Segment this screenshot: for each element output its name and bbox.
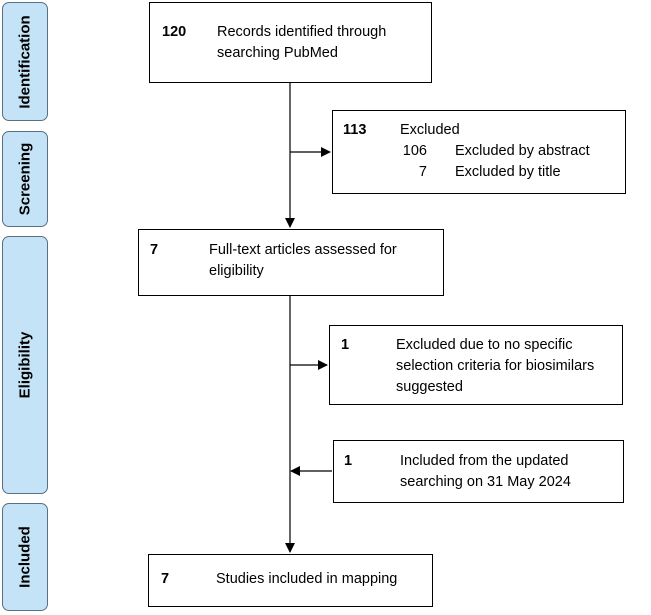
- count-excluded-screening: 113: [343, 122, 367, 138]
- count-excluded-abstract: 106: [402, 143, 427, 159]
- box-excluded-screening: 113 Excluded 106 Excluded by abstract 7 …: [332, 110, 626, 194]
- label-excluded-screening: Excluded: [400, 122, 460, 138]
- box-included-update: 1 Included from the updated searching on…: [333, 440, 624, 503]
- label-records-identified-line1: Records identified through: [217, 24, 387, 40]
- box-fulltext-assessed: 7 Full-text articles assessed for eligib…: [138, 229, 444, 296]
- label-excluded-title: Excluded by title: [455, 164, 561, 180]
- stage-included: Included: [2, 503, 48, 611]
- stage-screening: Screening: [2, 131, 48, 227]
- sub-row-excluded-abstract: 106 Excluded by abstract: [397, 141, 617, 162]
- label-excluded-abstract: Excluded by abstract: [455, 143, 590, 159]
- label-included-update-line1: Included from the updated: [400, 453, 569, 469]
- label-excluded-eligibility-line2: selection criteria for biosimilars: [396, 358, 595, 374]
- label-included-update-line2: searching on 31 May 2024: [400, 474, 571, 490]
- box-studies-included: 7 Studies included in mapping: [148, 554, 433, 607]
- sub-row-excluded-title: 7 Excluded by title: [397, 162, 617, 183]
- label-excluded-eligibility-line1: Excluded due to no specific: [396, 337, 573, 353]
- count-studies-included: 7: [161, 571, 170, 587]
- count-fulltext-assessed: 7: [150, 242, 159, 258]
- count-included-update: 1: [344, 453, 353, 469]
- count-excluded-title: 7: [418, 164, 427, 180]
- count-records-identified: 120: [162, 24, 187, 40]
- count-excluded-eligibility: 1: [341, 337, 350, 353]
- label-records-identified-line2: searching PubMed: [217, 45, 338, 61]
- stage-eligibility: Eligibility: [2, 236, 48, 494]
- label-fulltext-line2: eligibility: [209, 263, 264, 279]
- box-excluded-eligibility: 1 Excluded due to no specific selection …: [329, 325, 623, 405]
- box-records-identified: 120 Records identified through searching…: [149, 2, 432, 83]
- stage-identification: Identification: [2, 2, 48, 121]
- label-fulltext-line1: Full-text articles assessed for: [209, 242, 397, 258]
- label-studies-included: Studies included in mapping: [216, 571, 398, 587]
- label-excluded-eligibility-line3: suggested: [396, 379, 463, 395]
